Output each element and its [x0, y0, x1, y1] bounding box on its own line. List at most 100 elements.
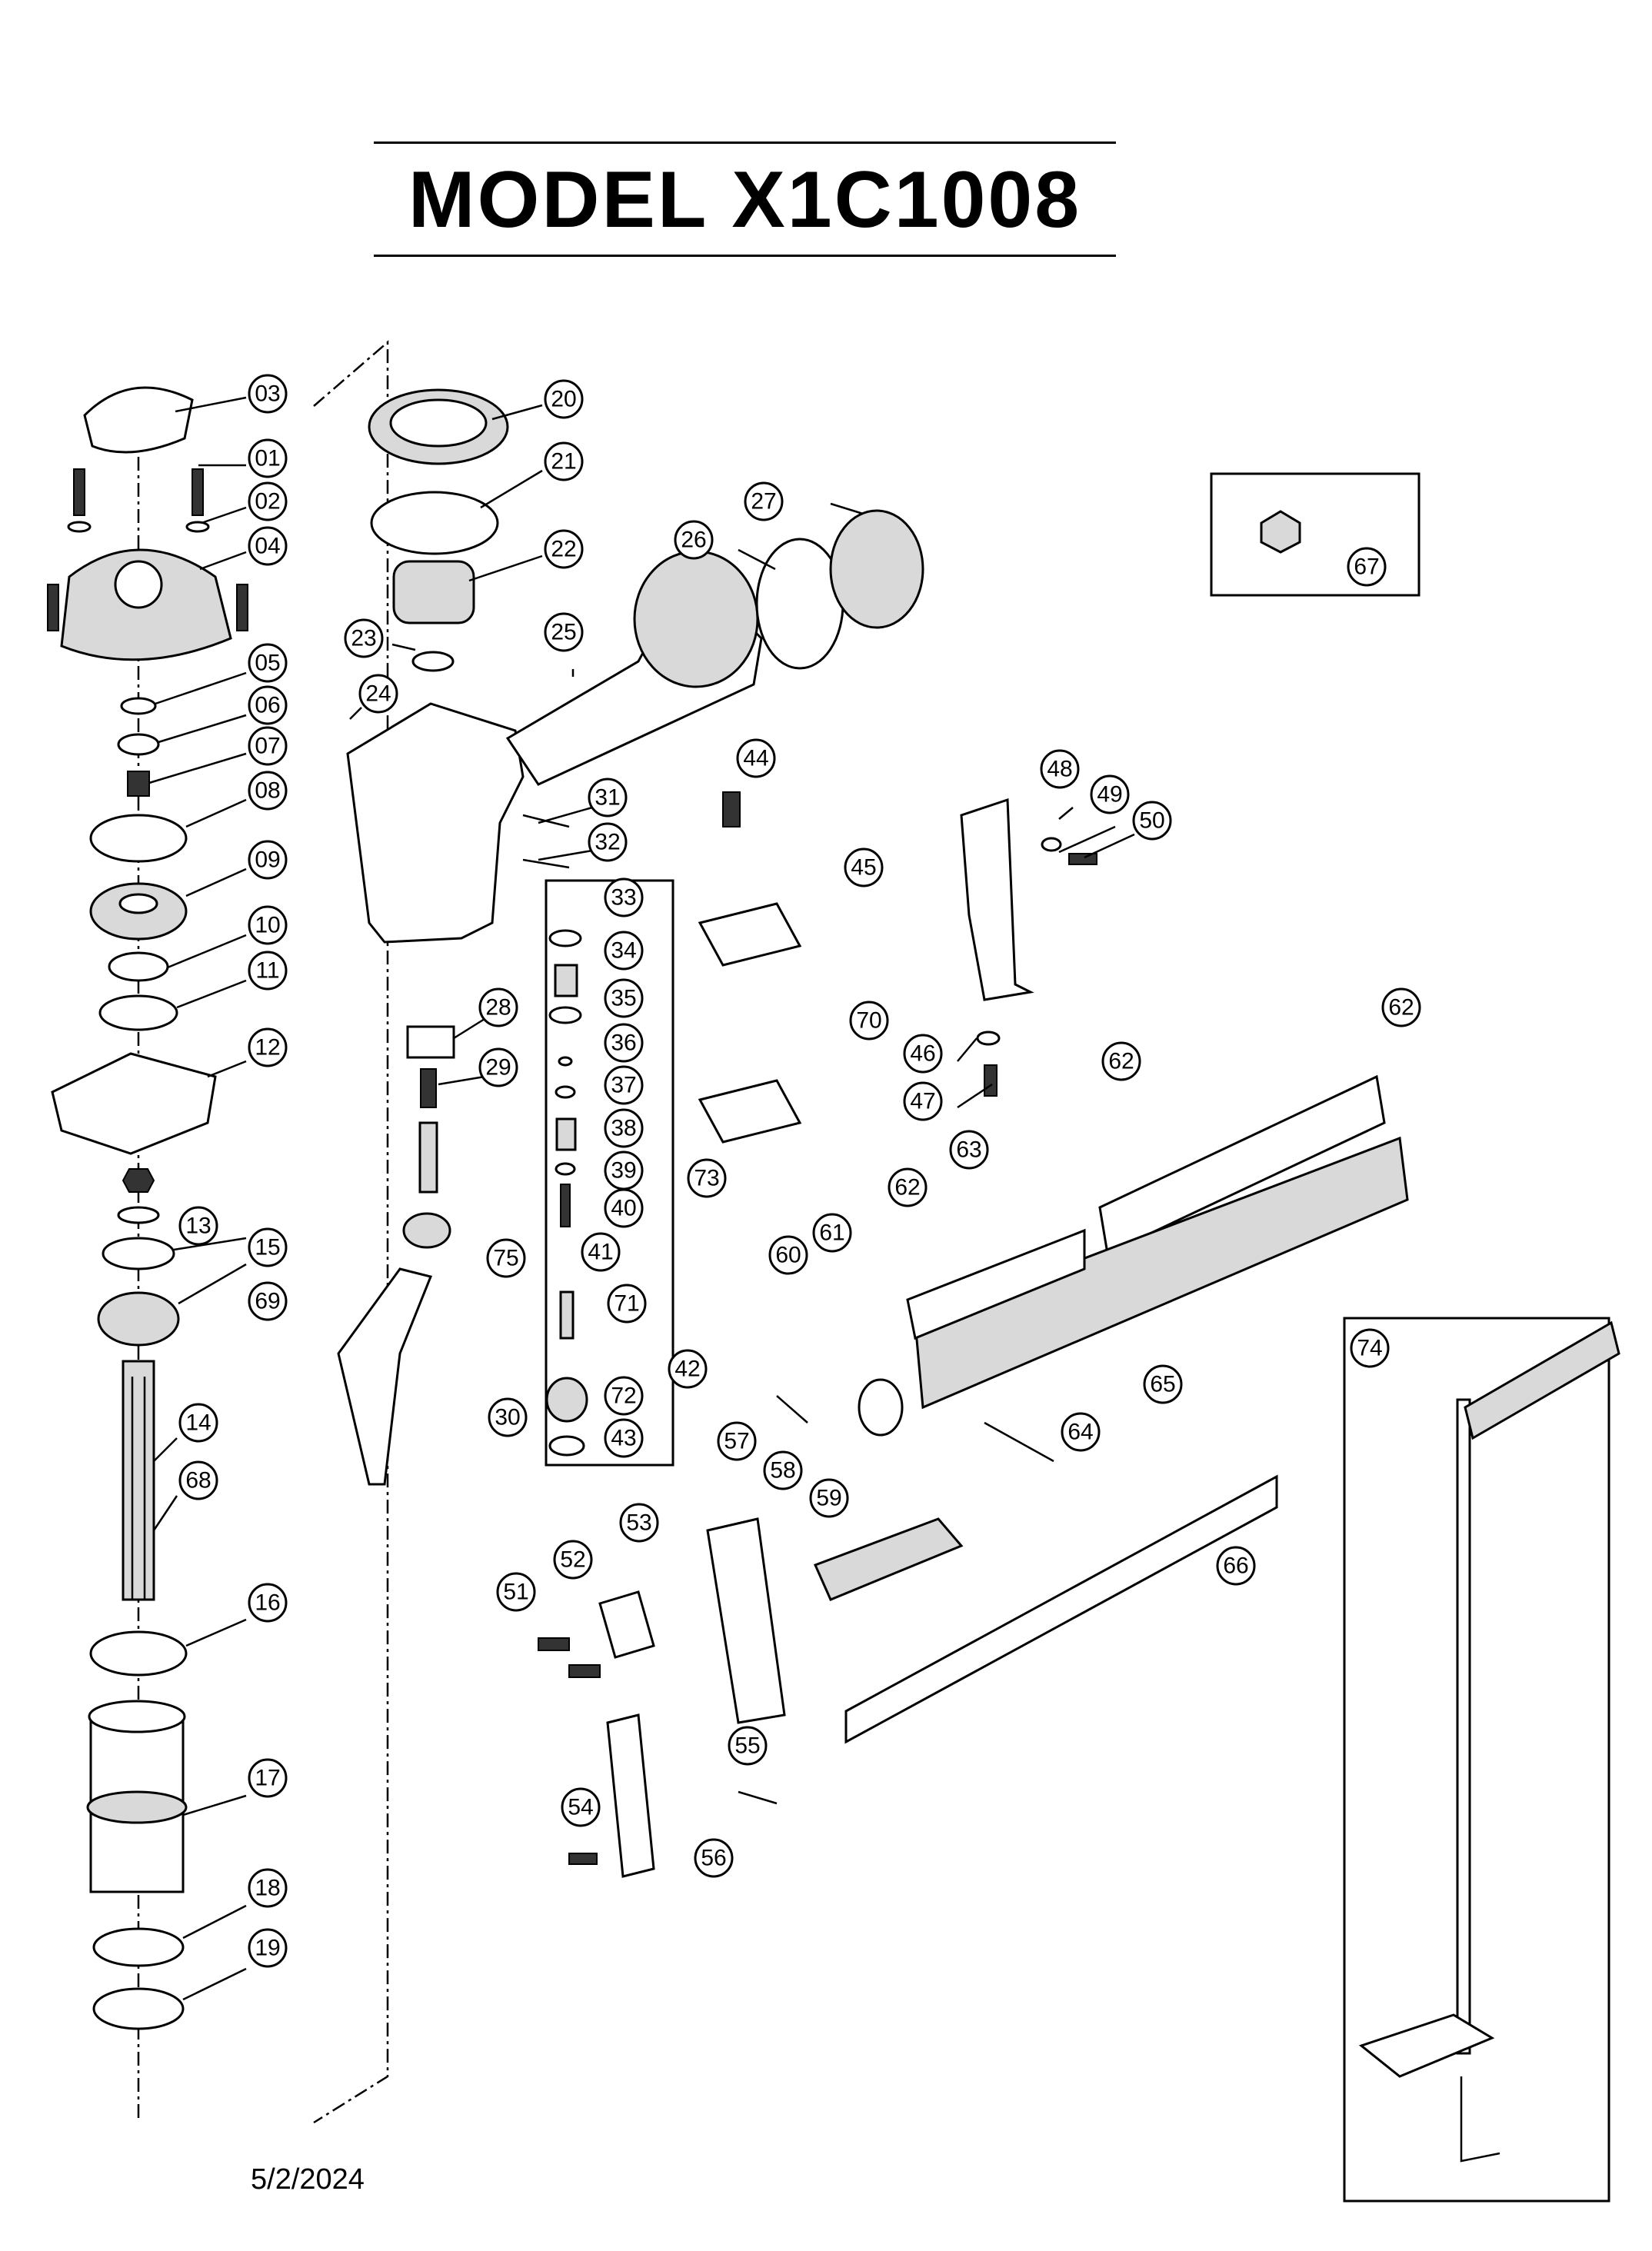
svg-text:60: 60 [775, 1243, 801, 1268]
callout-61: 61 [812, 1213, 852, 1253]
part-23-seal [411, 651, 455, 672]
part-66-pusher-rail [844, 1474, 1278, 1744]
middle-column-assembly [337, 814, 674, 1486]
main-body-part-25 [346, 509, 924, 944]
svg-text:04: 04 [255, 534, 280, 559]
svg-text:64: 64 [1067, 1420, 1093, 1445]
callout-20: 20 [544, 379, 584, 419]
svg-text:02: 02 [255, 489, 280, 514]
callout-13: 13 [178, 1206, 218, 1246]
svg-text:16: 16 [255, 1590, 280, 1616]
svg-text:32: 32 [595, 830, 620, 855]
callout-28: 28 [478, 987, 518, 1027]
part-group-73-box [545, 879, 674, 1467]
callout-29: 29 [478, 1047, 518, 1087]
svg-text:10: 10 [255, 913, 280, 938]
callout-02: 02 [248, 481, 288, 521]
svg-text:49: 49 [1097, 782, 1122, 807]
part-72-spring [545, 1377, 588, 1423]
part-32-pin [522, 858, 570, 869]
svg-text:63: 63 [956, 1137, 981, 1163]
svg-text:12: 12 [255, 1035, 280, 1061]
svg-text:53: 53 [626, 1510, 651, 1536]
svg-text:30: 30 [495, 1405, 520, 1430]
svg-text:52: 52 [560, 1547, 585, 1573]
part-50-screw [1068, 853, 1097, 865]
callout-60: 60 [768, 1235, 808, 1275]
part-22-valve [392, 560, 475, 624]
part-29-spring [420, 1068, 437, 1108]
callout-31: 31 [588, 778, 628, 817]
part-52-plate [598, 1590, 655, 1659]
part-38 [555, 1117, 577, 1151]
callout-54: 54 [561, 1787, 601, 1827]
svg-text:61: 61 [819, 1220, 844, 1246]
callout-15: 15 [248, 1227, 288, 1267]
callout-19: 19 [248, 1928, 288, 1968]
part-74-rod [1456, 1398, 1471, 2055]
svg-text:06: 06 [255, 693, 280, 718]
callout-07: 07 [248, 726, 288, 766]
svg-text:54: 54 [568, 1795, 593, 1820]
callout-layer: 1011121314151617181920212223242526272829… [178, 374, 1421, 1968]
svg-text:47: 47 [910, 1089, 935, 1114]
svg-text:46: 46 [910, 1041, 935, 1067]
part-11-oring [98, 994, 178, 1031]
part-46-washer [976, 1031, 1001, 1046]
svg-text:74: 74 [1357, 1336, 1382, 1361]
callout-72: 72 [604, 1376, 644, 1416]
svg-text:56: 56 [701, 1846, 726, 1871]
svg-text:14: 14 [185, 1410, 211, 1436]
svg-text:65: 65 [1150, 1372, 1175, 1397]
svg-text:28: 28 [485, 995, 511, 1021]
svg-text:62: 62 [1388, 995, 1414, 1021]
part-27-endcap [829, 509, 924, 629]
date-stamp: 5/2/2024 [251, 2163, 365, 2196]
callout-69: 69 [248, 1281, 288, 1321]
callout-68: 68 [178, 1460, 218, 1500]
svg-text:43: 43 [611, 1426, 636, 1451]
callout-56: 56 [694, 1838, 734, 1878]
callout-50: 50 [1132, 801, 1172, 841]
svg-text:62: 62 [894, 1175, 920, 1200]
callout-62: 62 [1381, 987, 1421, 1027]
svg-text:17: 17 [255, 1766, 280, 1791]
svg-text:36: 36 [611, 1031, 636, 1056]
left-column-assembly [47, 386, 248, 2123]
svg-text:57: 57 [724, 1429, 749, 1454]
part-06-ring [117, 733, 160, 756]
callout-01: 01 [248, 438, 288, 478]
part-67-fitting [1260, 510, 1301, 554]
svg-text:34: 34 [611, 938, 636, 964]
callout-75: 75 [486, 1238, 526, 1278]
part-16-oring [89, 1630, 188, 1677]
callout-52: 52 [553, 1540, 593, 1580]
part-67-inset-box [1210, 472, 1421, 597]
part-08-oring [89, 814, 188, 863]
svg-text:50: 50 [1139, 808, 1164, 834]
svg-text:62: 62 [1108, 1049, 1134, 1074]
part-13-oring [102, 1237, 175, 1270]
part-01-bolt [192, 468, 204, 516]
svg-text:69: 69 [255, 1289, 280, 1314]
callout-26: 26 [674, 520, 714, 560]
svg-text:41: 41 [588, 1240, 613, 1265]
nose-assembly [538, 1378, 964, 1878]
callout-03: 03 [248, 374, 288, 414]
callout-67: 67 [1347, 547, 1387, 587]
callout-35: 35 [604, 978, 644, 1018]
svg-text:29: 29 [485, 1055, 511, 1081]
svg-text:67: 67 [1354, 554, 1379, 580]
callout-34: 34 [604, 931, 644, 971]
part-valve-stem [418, 1121, 438, 1194]
part-65-magazine [914, 1136, 1409, 1410]
callout-51: 51 [496, 1572, 536, 1612]
svg-text:42: 42 [674, 1357, 700, 1382]
part-64-pin [984, 1421, 1054, 1463]
callout-42: 42 [668, 1349, 708, 1389]
callout-21: 21 [544, 441, 584, 481]
svg-text:71: 71 [614, 1291, 639, 1317]
callout-39: 39 [604, 1150, 644, 1190]
callout-47: 47 [903, 1081, 943, 1121]
